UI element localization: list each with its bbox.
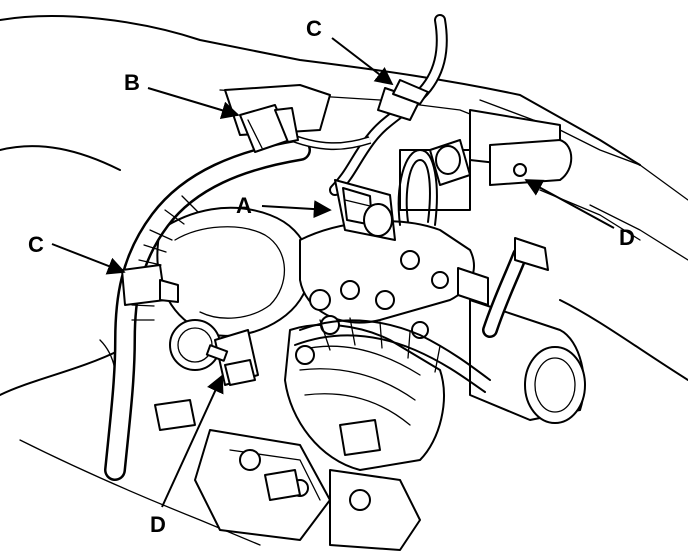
- intake-runners: [194, 323, 445, 551]
- leader-c-top: [331, 37, 394, 86]
- callout-leaders: [51, 37, 615, 508]
- harness-wrap: [294, 317, 491, 393]
- leader-c-left: [51, 243, 126, 275]
- callout-labels: C B A C D D: [28, 16, 635, 537]
- intake-plenum: [156, 206, 475, 337]
- bracket-d-right: [489, 139, 573, 186]
- label-c-left: C: [28, 232, 44, 257]
- label-b: B: [124, 70, 140, 95]
- bracket-d-bottom: [169, 319, 259, 386]
- label-c-top: C: [306, 16, 322, 41]
- harness-c-top-wire: [329, 14, 448, 196]
- connector-a: [334, 179, 396, 241]
- leader-d-bottom: [161, 374, 224, 508]
- sensor-socket: [429, 139, 471, 186]
- hose-right: [457, 237, 549, 338]
- label-d-right: D: [619, 225, 635, 250]
- label-d-bottom: D: [150, 512, 166, 537]
- wire-loop-clamp: [397, 149, 438, 226]
- leader-a: [261, 200, 332, 219]
- throttle-body: [469, 299, 586, 424]
- connector-b: [239, 104, 299, 153]
- leader-b: [147, 87, 240, 119]
- harness-clips-bottom: [154, 399, 381, 501]
- harness-c-clamp: [121, 264, 179, 306]
- leader-d-right: [524, 179, 615, 229]
- label-a: A: [236, 193, 252, 218]
